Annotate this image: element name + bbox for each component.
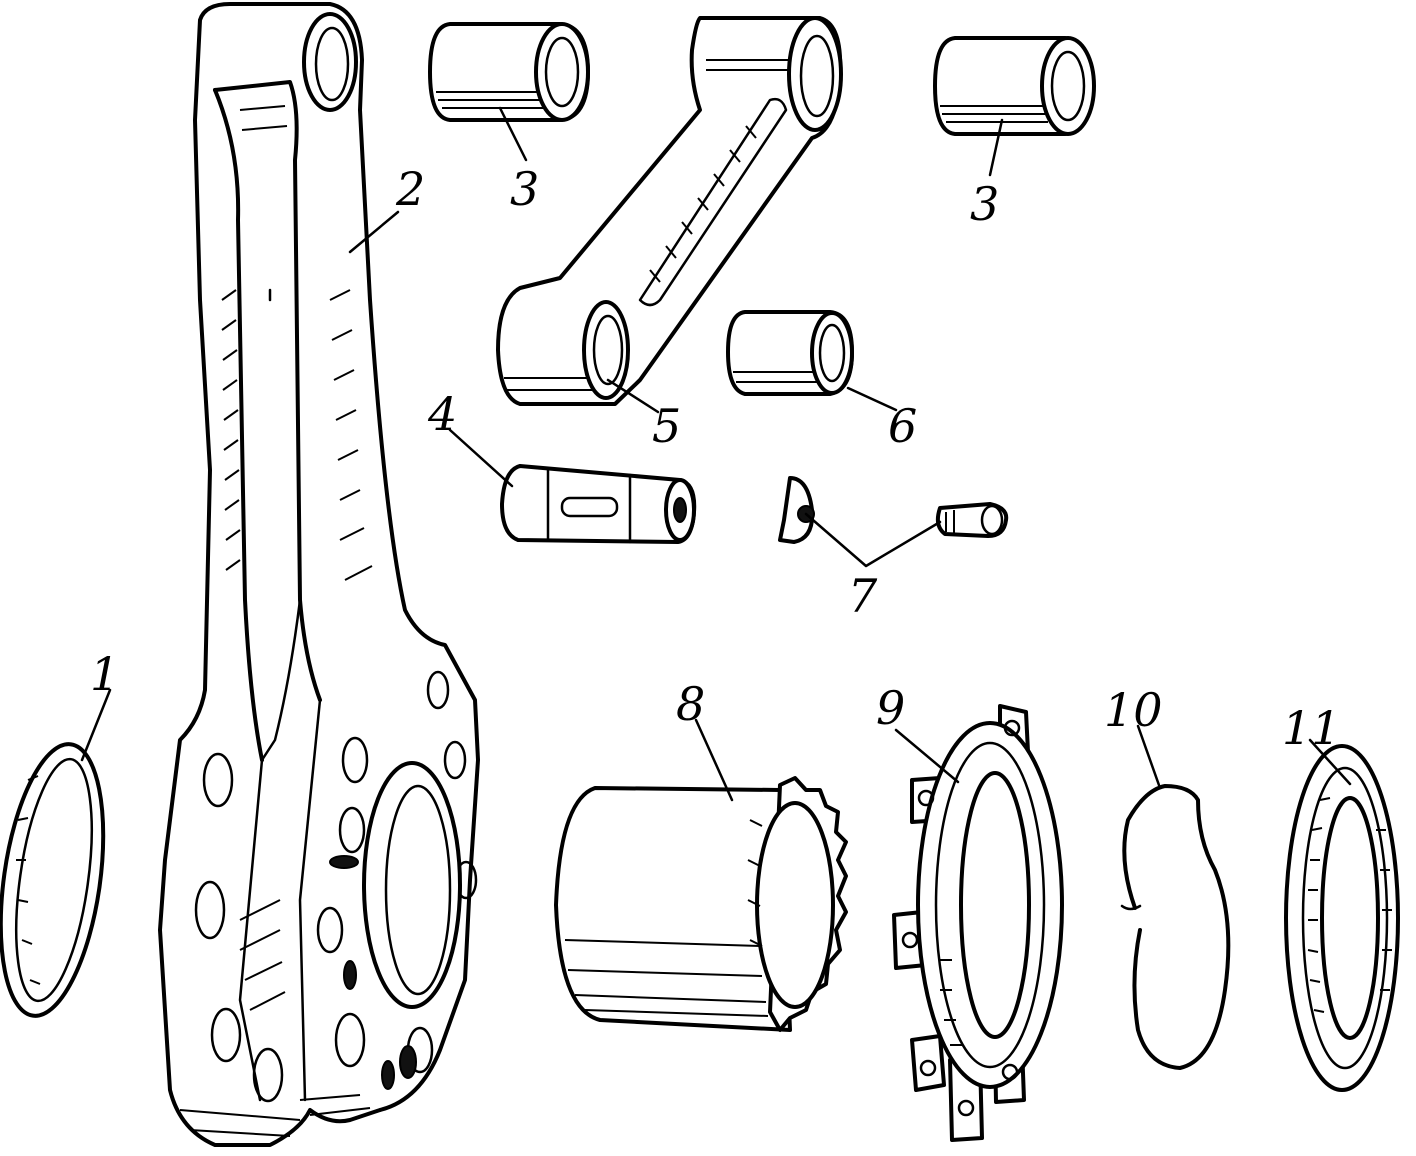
leader-8 [694,718,734,802]
label-10: 10 [1104,683,1163,737]
leader-10 [1136,724,1162,790]
leader-7 [804,512,942,568]
part-labels: 1 2 3 3 4 5 6 7 8 9 10 11 [90,162,1341,755]
leader-2 [348,210,400,254]
label-7: 7 [848,569,878,623]
leader-lines [80,106,1352,802]
label-6: 6 [888,399,917,453]
leader-1 [80,688,112,762]
leader-3a [498,106,528,162]
leader-11 [1308,738,1352,786]
leader-9 [894,728,960,784]
part-11-bearing-ring [1284,744,1400,1092]
label-4: 4 [427,387,457,441]
label-8: 8 [676,677,705,731]
part-6-bushing [726,310,854,396]
part-2-main-connecting-rod [158,2,480,1147]
part-7-lock-and-bolt [778,476,1009,544]
leader-6 [846,386,898,412]
part-3-bushing-right [933,36,1096,136]
part-8-splined-sleeve [554,776,848,1032]
label-3a: 3 [510,162,539,216]
part-3-bushing-left [428,22,590,122]
label-3b: 3 [970,177,999,231]
part-1-ring [0,742,106,1018]
part-5-articulated-rod [496,16,843,406]
label-2: 2 [395,162,425,216]
leader-4 [448,428,514,488]
label-11: 11 [1282,701,1341,755]
leader-3b [988,118,1004,177]
leader-5 [606,378,660,414]
part-9-splined-lug-ring [892,704,1064,1142]
label-1: 1 [90,647,119,701]
label-5: 5 [652,399,681,453]
part-10-snap-ring [1120,784,1231,1070]
label-9: 9 [876,681,905,735]
part-4-pin [500,464,697,544]
